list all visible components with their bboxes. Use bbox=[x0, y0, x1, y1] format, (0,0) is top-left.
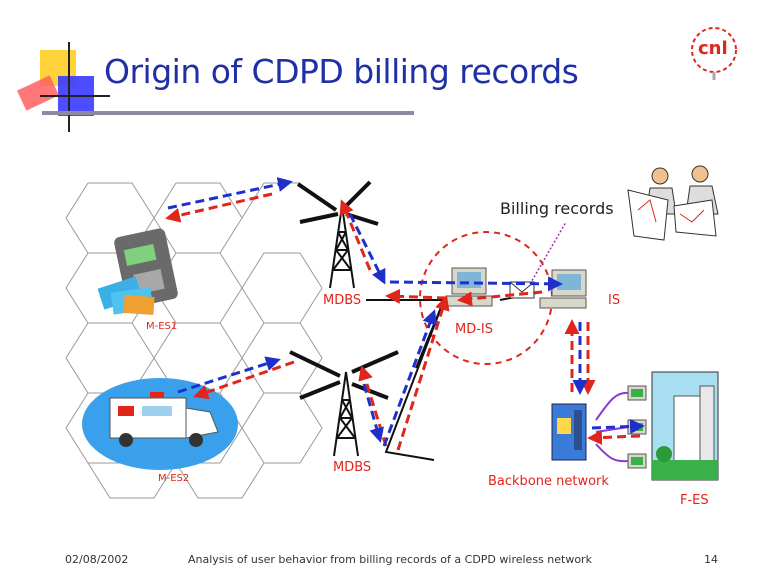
blue-traffic-arrows bbox=[167, 177, 645, 447]
m-es1-terminal-icon bbox=[97, 228, 178, 316]
cnl-logo bbox=[691, 27, 737, 80]
billing-records-label: Billing records bbox=[500, 199, 614, 218]
backbone-server-icon bbox=[551, 403, 587, 461]
mdbs-tower-bottom-icon bbox=[289, 350, 399, 457]
md-is-label: MD-IS bbox=[455, 322, 494, 337]
footer-page-number: 14 bbox=[704, 553, 718, 566]
mdbs-top-label: MDBS bbox=[323, 293, 362, 308]
f-es-building-icon bbox=[651, 371, 719, 481]
m-es2-ambulance-icon bbox=[82, 378, 238, 470]
backbone-network-label: Backbone network bbox=[488, 474, 609, 489]
f-es-label: F-ES bbox=[680, 493, 709, 508]
backbone-links bbox=[366, 291, 543, 461]
title-underline bbox=[42, 111, 414, 115]
is-label: IS bbox=[608, 293, 621, 308]
footer-subtitle: Analysis of user behavior from billing r… bbox=[188, 553, 592, 566]
footer-date: 02/08/2002 bbox=[65, 553, 129, 566]
cnl-logo-text: cnl bbox=[698, 38, 728, 59]
analysts-illustration bbox=[627, 165, 719, 241]
mdbs-bottom-label: MDBS bbox=[333, 460, 372, 475]
m-es1-label: M-ES1 bbox=[146, 321, 178, 332]
title-decoration bbox=[17, 42, 110, 132]
mdbs-tower-top-icon bbox=[296, 180, 379, 289]
is-computer-icon bbox=[539, 269, 587, 309]
page-title: Origin of CDPD billing records bbox=[104, 52, 579, 91]
m-es2-label: M-ES2 bbox=[158, 473, 190, 484]
